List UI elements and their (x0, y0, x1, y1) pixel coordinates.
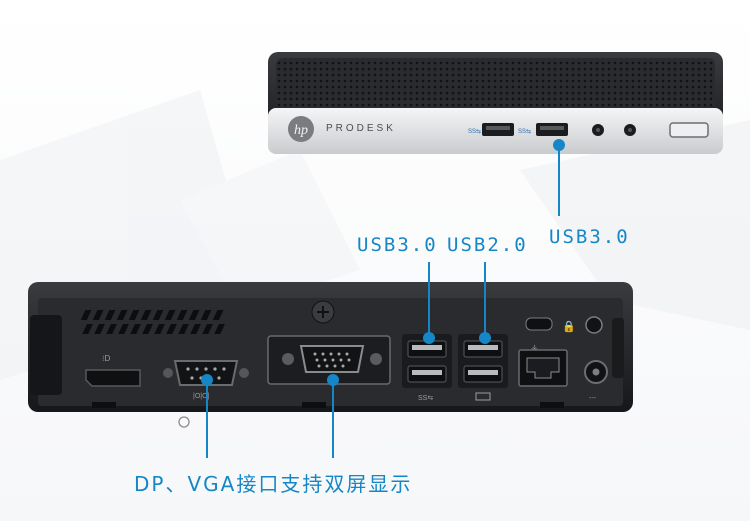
rear-usb3-ports: SS⇆ (402, 334, 452, 402)
svg-text:SS⇆: SS⇆ (418, 395, 433, 402)
front-usb-port-2: SS⇆ (518, 123, 568, 136)
displayport-port: ⁝D (85, 354, 141, 387)
svg-text:|O|O|: |O|O| (193, 393, 210, 400)
rear-usb2-callout (479, 262, 491, 344)
rear-usb3-callout (423, 262, 435, 344)
svg-text:SS⇆: SS⇆ (468, 128, 481, 135)
front-usb-callout (553, 139, 565, 216)
rear-usb3-label: USB3.0 (357, 234, 438, 256)
svg-text:SS⇆: SS⇆ (518, 128, 531, 135)
prodesk-brand-text: PRODESK (326, 123, 396, 134)
rear-foot-left (30, 315, 62, 395)
svg-text:🔒: 🔒 (562, 320, 576, 333)
svg-text:hp: hp (294, 123, 308, 138)
svg-text:---: --- (589, 395, 597, 402)
marker-circle (178, 416, 190, 428)
display-caption: DP、VGA接口支持双屏显示 (134, 472, 413, 496)
vga-callout (327, 374, 339, 458)
rear-latch (612, 318, 624, 378)
rear-vent (80, 310, 225, 334)
front-usb-port-1: SS⇆ (468, 123, 514, 136)
vga-port (267, 335, 391, 385)
front-vent (276, 58, 715, 108)
power-button-icon (669, 122, 709, 138)
power-jack-icon: --- (584, 360, 608, 402)
front-view-pc: hp SS⇆ SS⇆ (268, 52, 723, 154)
hp-logo-icon: hp (288, 116, 314, 142)
front-usb3-label: USB3.0 (549, 226, 630, 248)
lock-slot-icon: 🔒 (525, 316, 603, 334)
svg-text:⚶: ⚶ (531, 343, 538, 352)
rear-usb2-label: USB2.0 (447, 234, 528, 256)
rear-view-pc: ⁝D |O|O| (28, 282, 633, 412)
ethernet-port: ⚶ (518, 343, 568, 387)
dp-callout (201, 374, 213, 458)
serial-port: |O|O| (163, 360, 249, 400)
mic-jack-icon (624, 124, 636, 136)
svg-text:⁝D: ⁝D (102, 354, 111, 363)
thumb-screw-icon (311, 300, 335, 324)
rear-usb2-ports (458, 334, 508, 401)
headphone-jack-icon (592, 124, 604, 136)
